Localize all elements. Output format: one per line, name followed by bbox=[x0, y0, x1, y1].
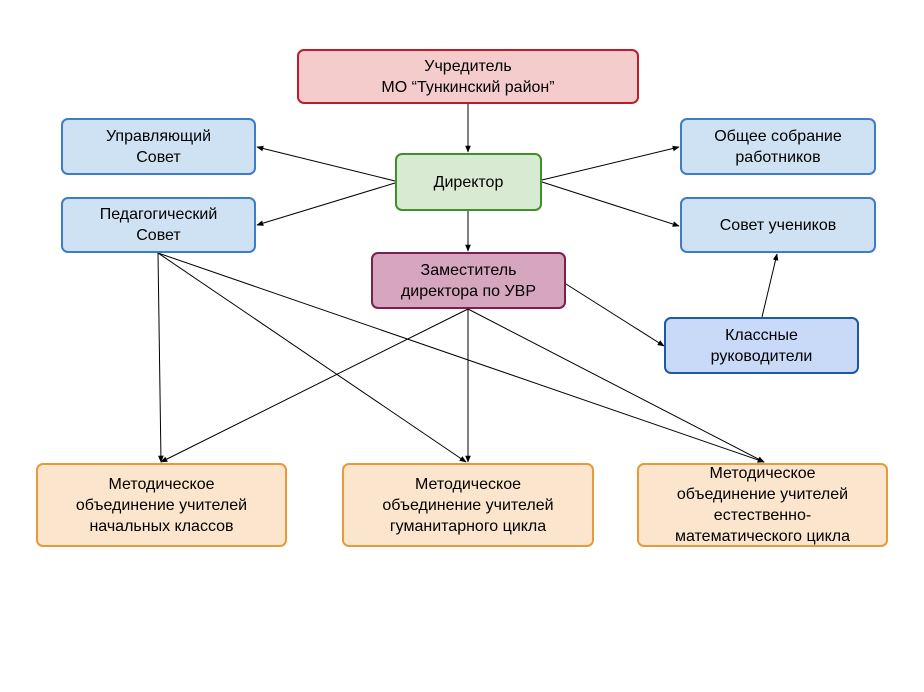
founder-node: Учредитель МО “Тункинский район” bbox=[297, 49, 639, 104]
mo-science-node: Методическое объединение учителей естест… bbox=[637, 463, 888, 547]
pedagogical-council-node: Педагогический Совет bbox=[61, 197, 256, 253]
edge-director-to-pedagogical_council bbox=[256, 182, 396, 226]
general-meeting-node: Общее собрание работников bbox=[680, 118, 876, 175]
mo-humanities-node: Методическое объединение учителей гумани… bbox=[342, 463, 594, 547]
edge-deputy_director-to-mo_primary bbox=[160, 308, 469, 463]
edge-deputy_director-to-mo_science bbox=[467, 308, 765, 463]
edge-pedagogical_council-to-mo_humanities bbox=[157, 252, 467, 463]
edge-director-to-student_council bbox=[541, 181, 680, 227]
edge-pedagogical_council-to-mo_science bbox=[157, 252, 765, 463]
student-council-node: Совет учеников bbox=[680, 197, 876, 253]
deputy-director-node: Заместитель директора по УВР bbox=[371, 252, 566, 309]
edge-class_teachers-to-student_council bbox=[761, 253, 779, 318]
mo-primary-node: Методическое объединение учителей началь… bbox=[36, 463, 287, 547]
class-teachers-node: Классные руководители bbox=[664, 317, 859, 374]
edge-director-to-managing_council bbox=[256, 145, 396, 182]
edge-pedagogical_council-to-mo_primary bbox=[157, 252, 164, 463]
director-node: Директор bbox=[395, 153, 542, 211]
edge-director-to-general_meeting bbox=[541, 145, 680, 181]
edge-deputy_director-to-class_teachers bbox=[565, 283, 665, 347]
managing-council-node: Управляющий Совет bbox=[61, 118, 256, 175]
